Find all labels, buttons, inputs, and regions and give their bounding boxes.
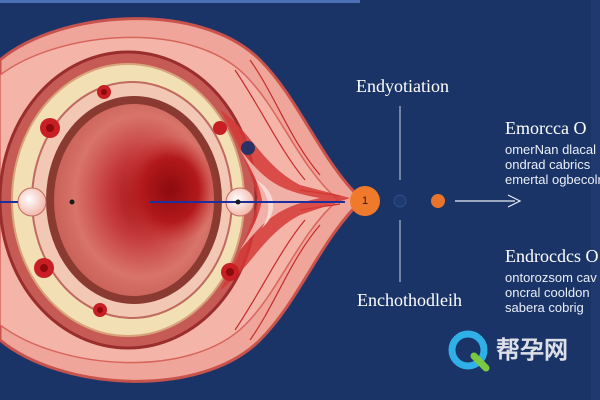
- label-bottom-center: Enchothodleih: [357, 290, 462, 310]
- label-right-bottom-title: Endrocdcs O: [505, 246, 599, 266]
- numbered-badge: [350, 186, 380, 216]
- blood-cells: [34, 85, 255, 317]
- bubble-cap: [256, 180, 274, 228]
- watermark-text: 帮孕网: [496, 336, 568, 364]
- right-edge-strip: [591, 0, 600, 400]
- bubble-left: [17, 187, 47, 217]
- label-right-top-line-2: ondrad cabrics: [505, 157, 591, 172]
- label-right-bottom-line-1: ontorozsom cav: [505, 270, 597, 285]
- navy-dot: [393, 194, 407, 208]
- label-right-top-title: Emorcca O: [505, 118, 587, 138]
- arrow-head: [507, 194, 522, 208]
- top-accent-strip: [0, 0, 360, 3]
- watermark-q-icon: [448, 330, 488, 370]
- label-right-bottom-line-2: oncral cooldon: [505, 285, 590, 300]
- label-right-top-line-3: emertal ogbecolri: [505, 172, 600, 187]
- axis-dot-right: [235, 199, 241, 205]
- label-right-bottom-line-3: sabera cobrig: [505, 300, 584, 315]
- core-hotspot: [122, 136, 218, 244]
- ribbon-highlight: [240, 150, 320, 250]
- watermark-q-tail: [470, 352, 490, 372]
- label-top-center: Endyotiation: [356, 76, 449, 96]
- watermark-logo: [448, 330, 490, 372]
- axis-dot-left: [69, 199, 75, 205]
- orange-dot: [431, 194, 445, 208]
- label-right-top-line-1: omerNan dlacal: [505, 142, 597, 157]
- badge-number: 1: [361, 195, 369, 207]
